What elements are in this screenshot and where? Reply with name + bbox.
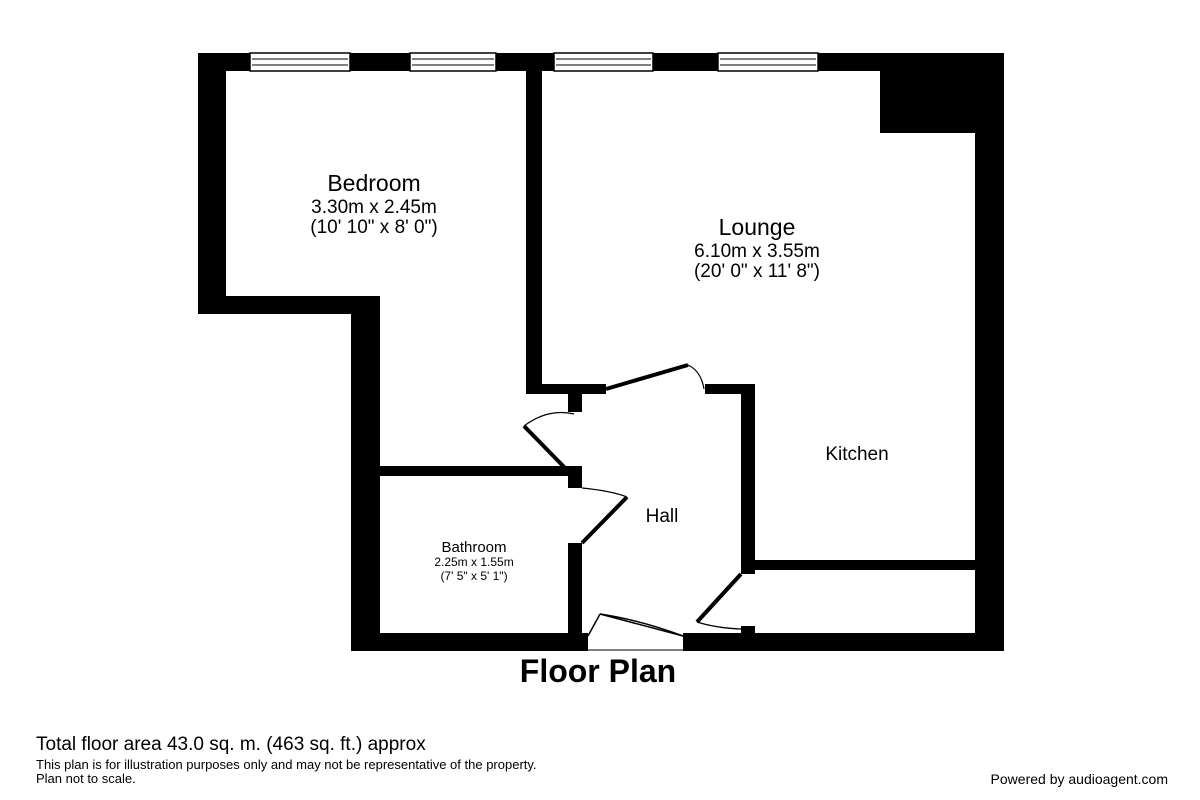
wall-hall-right [741,384,755,574]
door-kitchen-store [695,572,743,630]
disclaimer: This plan is for illustration purposes o… [36,758,836,786]
bedroom-name: Bedroom [327,170,420,196]
door-bedroom [522,411,575,473]
front-door [588,636,683,651]
lounge-dims-ft: (20' 0" x 11' 8") [694,261,820,282]
windows [249,52,819,72]
lounge-dims-m: 6.10m x 3.55m [694,241,820,262]
wall-left-bedroom [198,53,226,298]
wall-bottom-left [351,633,588,651]
window [553,52,654,72]
wall-hall-left-lower [568,543,582,635]
wall-lounge-bottom-left [526,384,606,394]
wall-kitchen-bottom [755,560,977,570]
bedroom-dims-m: 3.30m x 2.45m [311,197,437,218]
door-entrance [587,613,684,637]
wall-right [975,53,1004,651]
wall-hall-right-stub [741,626,755,636]
powered-by-credit: Powered by audioagent.com [990,771,1168,787]
kitchen-name: Kitchen [825,444,888,465]
window [409,52,497,72]
wall-left-lower [351,296,380,651]
total-floor-area: Total floor area 43.0 sq. m. (463 sq. ft… [36,734,426,755]
room-labels: Bedroom 3.30m x 2.45m (10' 10" x 8' 0") … [310,170,888,583]
wall-bathroom-top [378,466,570,476]
bathroom-dims-m: 2.25m x 1.55m [434,555,513,569]
bathroom-dims-ft: (7' 5" x 5' 1") [440,569,507,583]
bathroom-name: Bathroom [441,539,506,556]
lounge-name: Lounge [719,214,796,240]
plan-title: Floor Plan [520,653,676,689]
wall-hall-left-mid [568,466,582,488]
wall-bottom-right [683,633,1004,651]
interior-walls [378,68,977,636]
door-lounge [605,363,705,391]
wall-hall-upper-stub [568,392,582,412]
doors [522,363,743,637]
wall-bedroom-lounge [526,68,542,392]
wall-bedroom-step [198,296,380,314]
wall-lounge-bottom-right [705,384,755,394]
chimney-breast [880,53,1004,133]
disclaimer-line-2: Plan not to scale. [36,771,136,786]
bedroom-dims-ft: (10' 10" x 8' 0") [310,217,437,238]
hall-name: Hall [646,506,679,527]
door-bathroom [580,487,629,545]
window [249,52,351,72]
disclaimer-line-1: This plan is for illustration purposes o… [36,757,537,772]
exterior-walls [198,53,1004,651]
window [717,52,819,72]
